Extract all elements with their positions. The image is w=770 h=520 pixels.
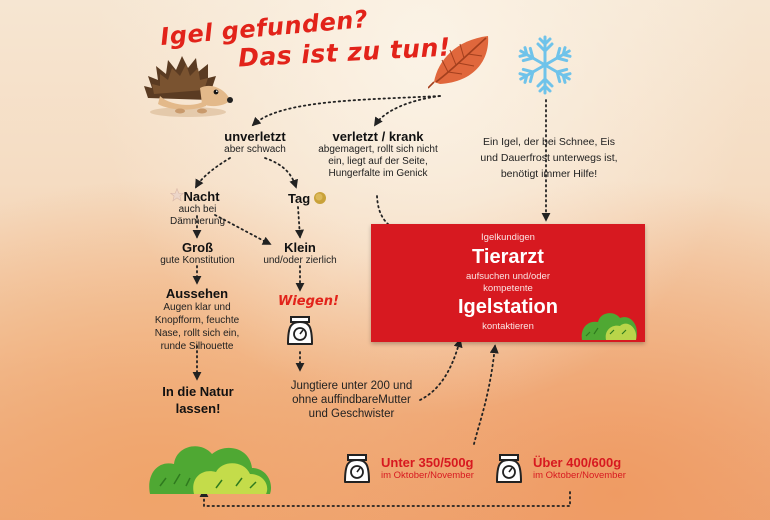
action-line-3: aufsuchen und/oder [466,271,550,282]
arrow-to-nacht [195,157,231,189]
weight-over-title: Über 400/600g [533,455,622,470]
arrow-under-to-box [473,344,499,445]
action-line-4: kompetente [483,283,533,294]
tag-label: Tag [288,191,311,206]
node-aussehen: Aussehen Augen klar und Knopfform, feuch… [147,286,247,353]
action-line-6: kontaktieren [482,321,534,332]
verletzt-sub: abgemagert, rollt sich nicht ein, liegt … [318,144,438,179]
sun-icon [314,192,326,204]
scale-icon [344,454,370,483]
weight-over: Über 400/600g im Oktober/November [533,455,626,481]
arrow-to-unverletzt [251,95,441,127]
node-klein: Klein und/oder zierlich [255,240,345,267]
nacht-sub: auch bei Dämmerung [169,204,226,227]
node-nacht: Nacht auch bei Dämmerung [150,189,245,228]
klein-label: Klein [284,240,316,255]
star-icon [170,188,184,202]
node-tag: Tag [288,190,310,208]
klein-sub: und/oder zierlich [263,255,337,266]
aussehen-label: Aussehen [165,286,229,301]
hedgehog-icon [144,56,233,117]
wiegen-label: Wiegen! [278,294,339,309]
weight-under-sub: im Oktober/November [381,470,474,481]
autumn-leaf-icon [428,36,489,89]
unverletzt-label: unverletzt [224,129,286,144]
nacht-label: Nacht [183,189,220,204]
node-jungtiere: Jungtiere unter 200 und ohne auffindbare… [290,380,413,420]
gross-label: Groß [181,240,214,255]
scale-icon [287,316,313,345]
arrow-over-to-nature [199,488,571,507]
arrow-jungtiere-to-box [419,338,463,401]
verletzt-label: verletzt / krank [332,129,424,144]
arrow-tag-to-klein [295,206,305,239]
winter-text: Ein Igel, der bei Schnee, Eis und Dauerf… [480,136,618,180]
snowflake-icon [515,35,575,95]
bush-icon [581,313,637,340]
node-gross: Groß gute Konstitution [150,240,245,267]
arrow-to-verletzt [374,95,441,127]
action-igelstation: Igelstation [457,296,558,318]
unverletzt-sub: aber schwach [224,144,286,155]
bush-icon [149,446,272,494]
scale-icon [496,454,522,483]
arrow-nacht-to-klein [214,214,272,245]
action-tierarzt: Tierarzt [472,246,544,268]
aussehen-sub: Augen klar und Knopfform, feuchte Nase, … [154,302,240,352]
weight-under-title: Unter 350/500g [381,455,474,470]
gross-sub: gute Konstitution [160,255,235,266]
branch-unverletzt: unverletzt aber schwach [205,129,305,156]
weight-over-sub: im Oktober/November [533,470,626,481]
weight-under: Unter 350/500g im Oktober/November [381,455,474,481]
action-line-1: Igelkundigen [481,232,535,243]
branch-verletzt: verletzt / krank abgemagert, rollt sich … [318,129,438,180]
arrow-to-tag [264,157,298,189]
node-natur: In die Natur lassen! [162,384,234,416]
